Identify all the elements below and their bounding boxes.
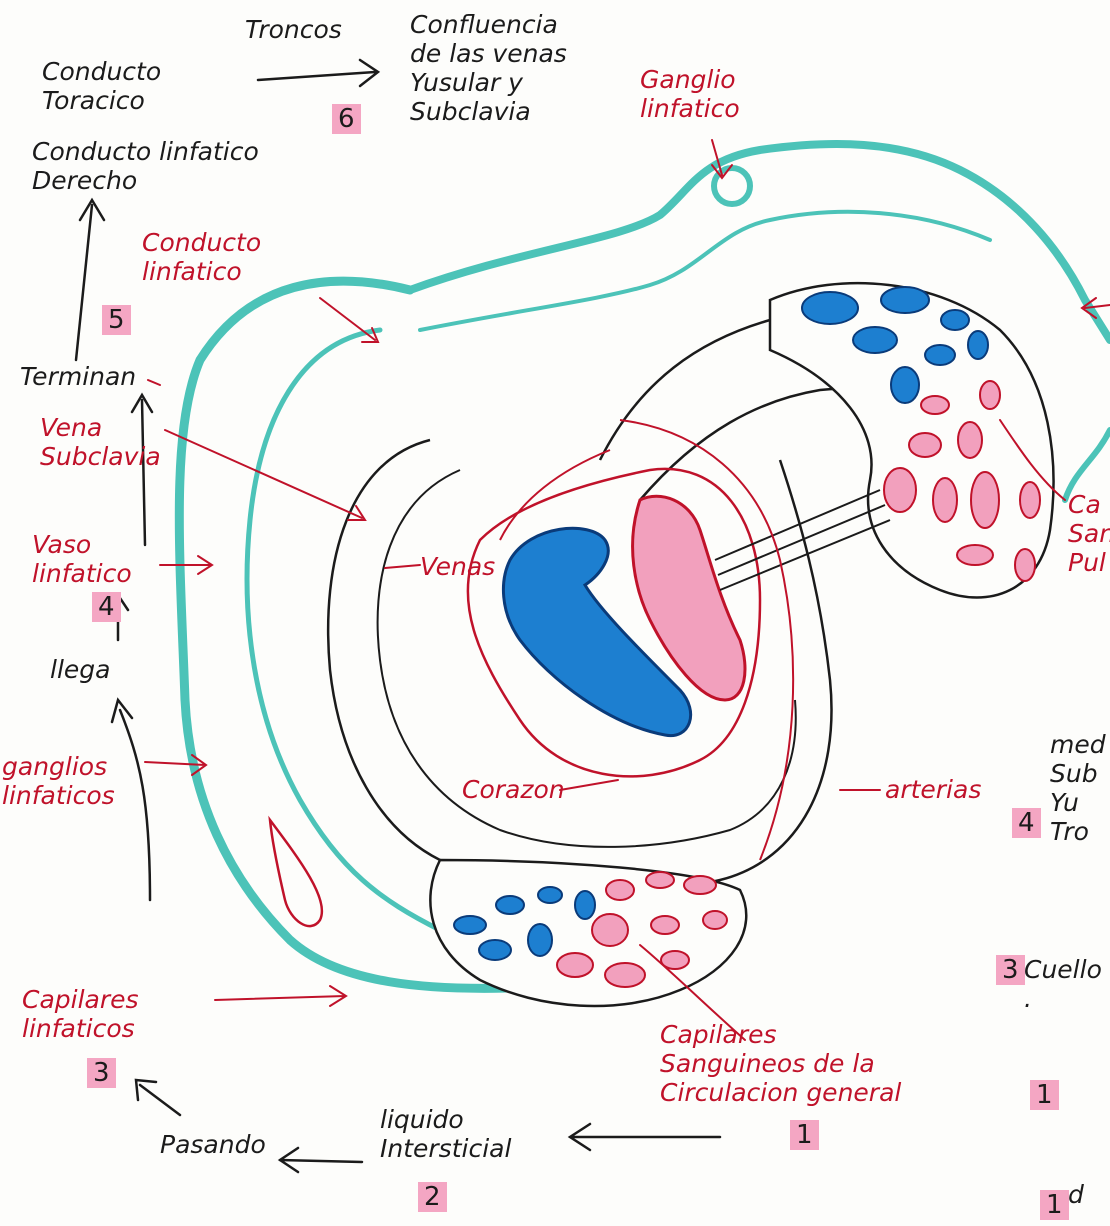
step-number-2: 2 (418, 1182, 447, 1212)
step-number-3-left: 3 (87, 1058, 116, 1088)
label-conducto-toracico: Conducto Toracico (42, 57, 161, 115)
label-confluencia: Confluencia de las venas Yusular y Subcl… (410, 10, 567, 126)
label-vena-subclavia: Vena Subclavia (40, 413, 161, 471)
arrow-corazon (560, 780, 618, 790)
label-terminan: Terminan (20, 362, 136, 391)
label-conducto-linfatico: Conducto linfatico (142, 228, 261, 286)
step-number-6: 6 (332, 104, 361, 134)
label-venas: Venas (420, 552, 495, 581)
step-number-4-right: 4 (1012, 808, 1041, 838)
label-capilares-linfaticos: Capilares linfaticos (22, 985, 139, 1043)
label-capilares-pulmonares: Ca San Pul (1068, 490, 1110, 577)
label-conducto-linfatico-derecho: Conducto linfatico Derecho (32, 137, 259, 195)
arrow-ganglios (145, 755, 206, 775)
arrow-capillares-up (112, 700, 150, 900)
label-liquido-intersticial: liquido Intersticial (380, 1105, 511, 1163)
label-bottom-partial: d (1068, 1180, 1084, 1209)
label-troncos: Troncos (245, 15, 342, 44)
step-number-1-center: 1 (790, 1120, 819, 1150)
label-capilares-sanguineos: Capilares Sanguineos de la Circulacion g… (660, 1020, 901, 1107)
label-cuello-partial: Cuello . (1024, 955, 1110, 1013)
arrow-venas (385, 565, 420, 568)
arrow-vaso-linfatico (160, 556, 212, 574)
arrow-to-capillares (136, 1080, 180, 1115)
arrow-thoracic-to-confluence (258, 60, 378, 86)
label-ganglio-linfatico: Ganglio linfatico (640, 65, 740, 123)
lymph-droplet (270, 820, 322, 926)
arrow-terminan-bracket (148, 380, 160, 385)
step-number-5: 5 (102, 305, 131, 335)
label-vaso-linfatico: Vaso linfatico (32, 530, 132, 588)
step-number-1-bottom: 1 (1040, 1190, 1069, 1220)
heart (468, 469, 890, 776)
label-pasando: Pasando (160, 1130, 266, 1159)
step-number-4-left: 4 (92, 592, 121, 622)
label-corazon: Corazon (462, 775, 565, 804)
arrow-pasando-left (280, 1148, 362, 1172)
arrow-terminan-up (76, 200, 104, 360)
label-arterias: arterias (885, 775, 981, 804)
step-number-3-right: 3 (996, 955, 1025, 985)
label-llega: llega (50, 655, 110, 684)
arrow-capillares-linf (215, 986, 346, 1006)
label-ganglios-linfaticos: ganglios linfaticos (2, 752, 115, 810)
step-number-1-right: 1 (1030, 1080, 1059, 1110)
label-right-partial: med Sub Yu Tro (1050, 730, 1106, 846)
heart-to-lung-vessels (715, 490, 890, 590)
arrow-liquido-left (570, 1124, 720, 1150)
